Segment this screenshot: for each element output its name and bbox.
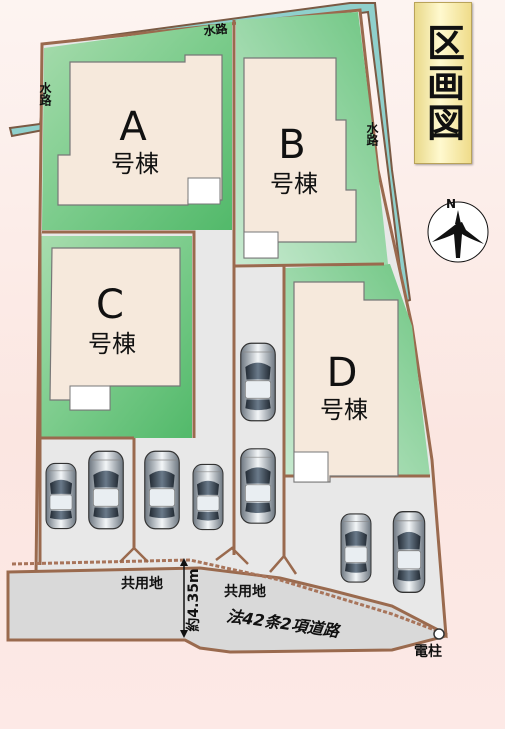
road-width-label: 約4.35m: [185, 568, 202, 631]
car: [340, 513, 372, 583]
lot-d-label: 号棟: [320, 396, 368, 424]
waterway-label-top: 水路: [203, 21, 230, 39]
road: [6, 566, 448, 654]
car: [45, 462, 77, 530]
shared-land-markers: [119, 546, 298, 575]
page-title: 区画図: [420, 23, 466, 143]
utility-pole-label: 電柱: [414, 643, 442, 660]
shared-land-label-left: 共用地: [121, 575, 163, 592]
compass: [427, 201, 489, 263]
waterway-label-left: 水路: [38, 81, 52, 107]
car: [392, 511, 426, 593]
car: [240, 342, 276, 422]
car: [88, 450, 124, 530]
car: [192, 463, 224, 531]
compass-north-label: N: [446, 197, 456, 211]
waterway-label-right: 水路: [365, 121, 379, 147]
title-box: 区画図: [414, 2, 472, 164]
lot-c-letter: C: [96, 282, 124, 328]
lot-a-label: 号棟: [111, 150, 159, 178]
road-setback-line: [11, 558, 441, 634]
utility-pole: [433, 628, 445, 640]
car: [240, 448, 276, 524]
lot-c-label: 号棟: [88, 330, 136, 358]
lot-b-letter: B: [278, 122, 305, 168]
shared-land-label-right: 共用地: [224, 583, 266, 600]
lot-a-letter: A: [119, 104, 147, 150]
car: [144, 450, 180, 530]
lot-b-label: 号棟: [270, 170, 318, 198]
lot-d-letter: D: [327, 350, 358, 396]
